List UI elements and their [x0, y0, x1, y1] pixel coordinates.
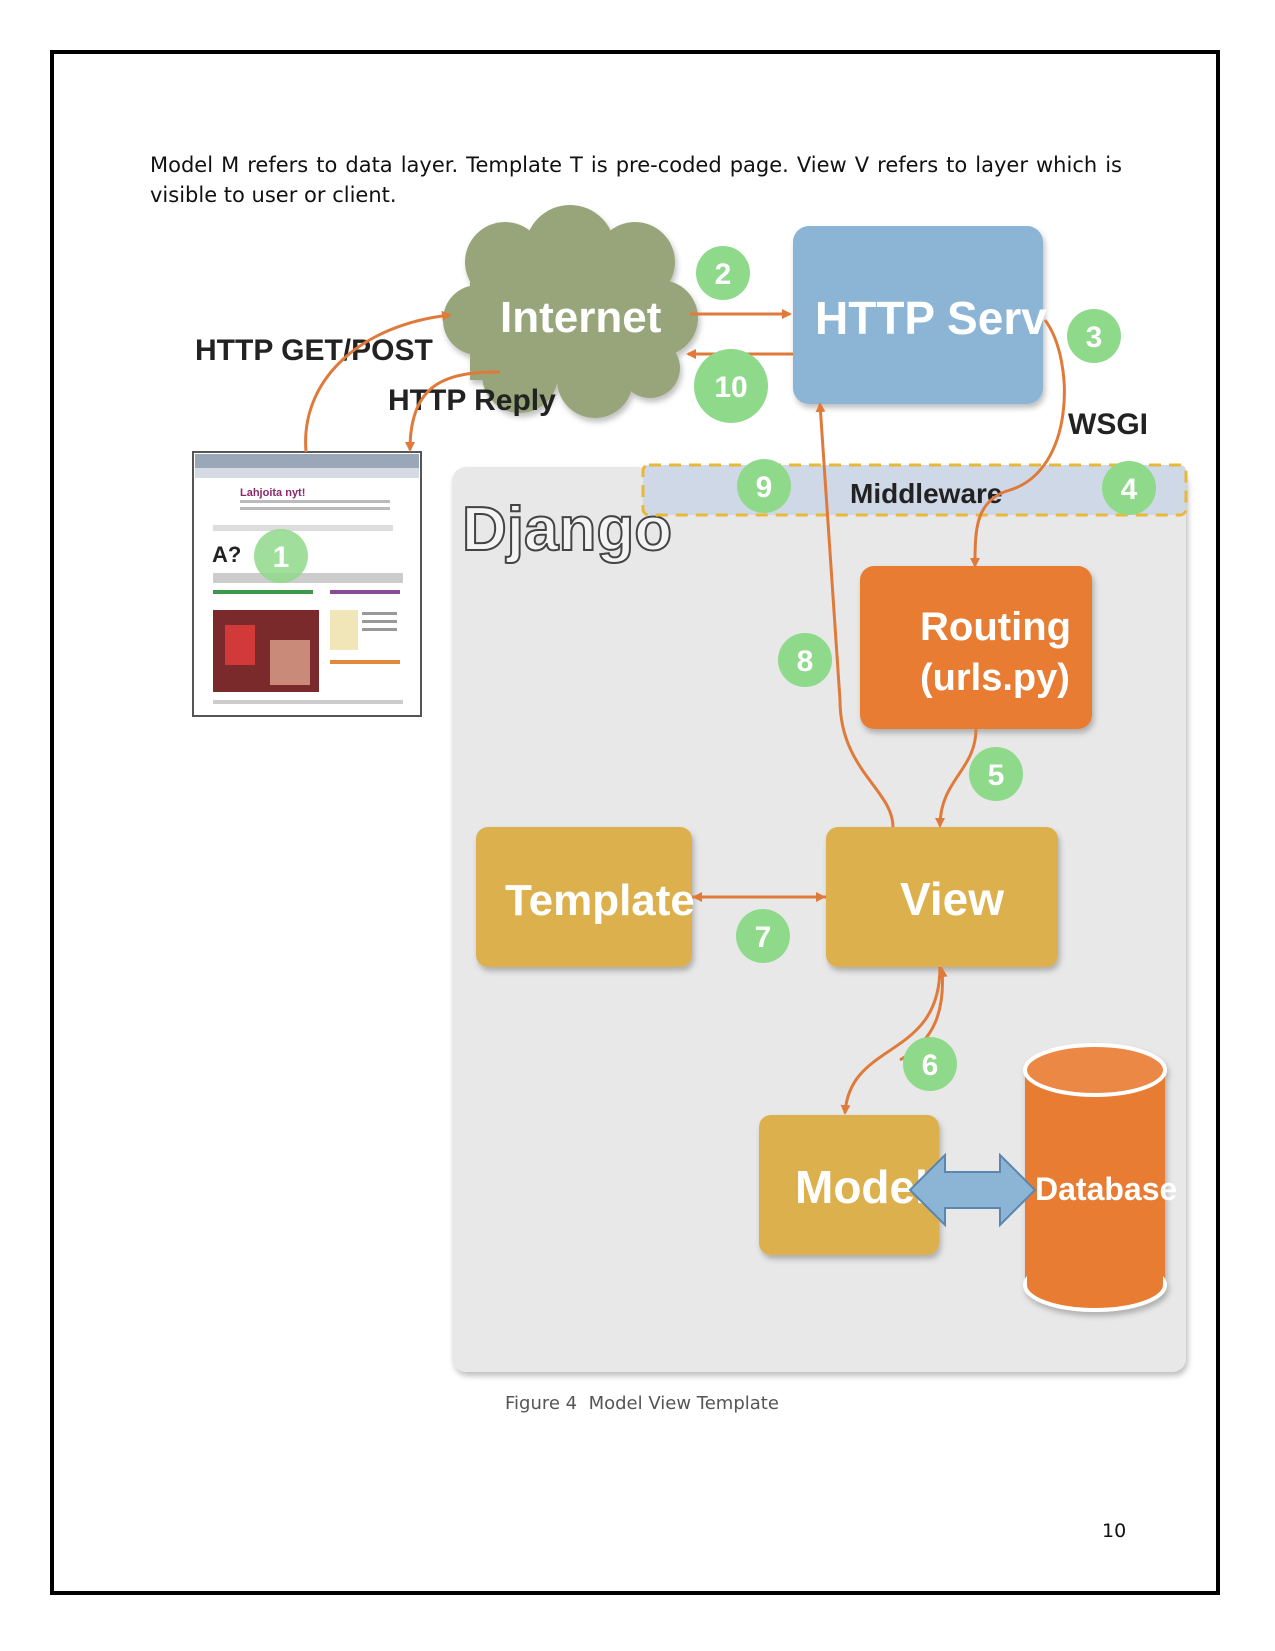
step-8-circle: [778, 633, 832, 687]
step-markers: 1 2 3 4 5 6 7 8 9 10: [254, 246, 1156, 1091]
arrow-browser-to-internet: [304, 310, 452, 453]
step-6-circle: [903, 1037, 957, 1091]
http-server-label: HTTP Server: [815, 292, 1090, 344]
database-cylinder: [1023, 1043, 1167, 1312]
internet-cloud: [443, 205, 698, 418]
view-label: View: [900, 873, 1004, 925]
step-2-label: 2: [715, 258, 732, 291]
step-9-label: 9: [756, 471, 773, 504]
step-10-circle: [694, 349, 768, 423]
arrow-internet-to-browser: [405, 370, 501, 452]
step-4-circle: [1102, 461, 1156, 515]
browser-thumbnail: Lahjoita nyt! A?: [192, 451, 422, 717]
step-9-circle: [737, 459, 791, 513]
step-3-label: 3: [1086, 321, 1103, 354]
step-6-label: 6: [922, 1049, 939, 1082]
model-box: [759, 1115, 939, 1255]
http-reply-label: HTTP Reply: [388, 384, 556, 417]
browser-heading: Lahjoita nyt!: [240, 487, 305, 499]
http-get-post-label: HTTP GET/POST: [195, 334, 433, 367]
step-1-circle: [254, 529, 308, 583]
internet-label: Internet: [500, 293, 662, 342]
step-7-label: 7: [755, 921, 772, 954]
intro-paragraph: Model M refers to data layer. Template T…: [150, 153, 1122, 207]
step-3-circle: [1067, 309, 1121, 363]
middleware-label: Middleware: [850, 478, 1002, 509]
step-1-label: 1: [273, 541, 290, 574]
step-2-circle: [696, 246, 750, 300]
routing-file-label: (urls.py): [920, 657, 1070, 699]
view-box: [826, 827, 1058, 967]
step-4-label: 4: [1121, 473, 1138, 506]
routing-box: [860, 566, 1092, 729]
browser-logo: A?: [212, 542, 241, 567]
step-5-label: 5: [988, 759, 1005, 792]
step-10-label: 10: [714, 371, 747, 404]
model-database-arrow: [908, 1152, 1037, 1228]
step-7-circle: [736, 909, 790, 963]
model-label: Model: [795, 1161, 928, 1213]
database-label: Database: [1035, 1171, 1177, 1207]
template-box: [476, 827, 692, 967]
page-border: [50, 50, 1220, 1595]
arrow-view-to-model: [840, 966, 942, 1115]
figure-caption: Figure 4 Model View Template: [505, 1393, 779, 1414]
step-8-label: 8: [797, 645, 814, 678]
arrow-server-to-routing: [970, 319, 1066, 568]
page-number: 10: [1102, 1520, 1127, 1542]
template-label: Template: [505, 876, 695, 925]
arrow-view-to-server: [815, 402, 895, 828]
arrow-routing-to-view: [935, 728, 978, 828]
routing-label: Routing: [920, 605, 1071, 649]
http-server-box: [793, 226, 1043, 404]
django-label: Django: [462, 495, 672, 564]
wsgi-label: WSGI: [1068, 408, 1148, 441]
step-5-circle: [969, 747, 1023, 801]
